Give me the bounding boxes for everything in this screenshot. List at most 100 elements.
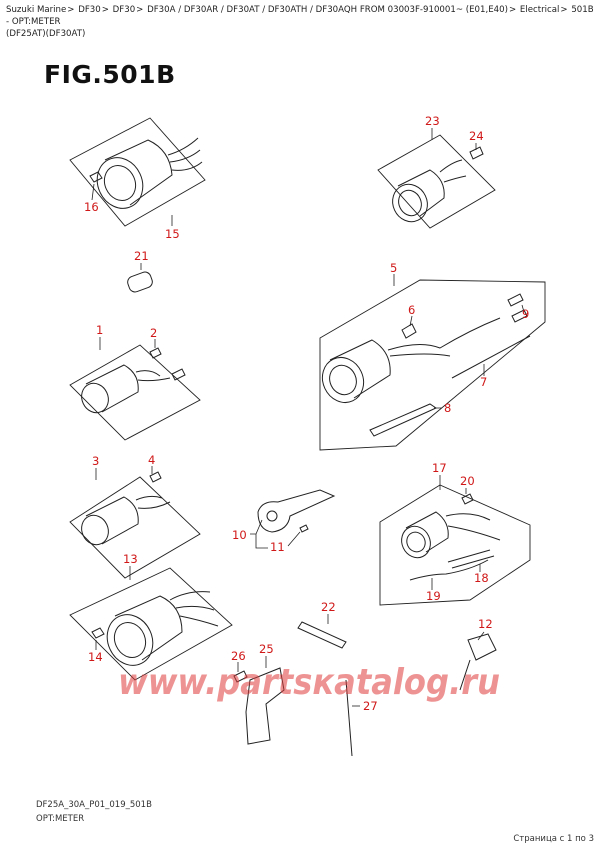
callout-15[interactable]: 15 — [165, 227, 180, 241]
gauge-15-body — [104, 139, 173, 206]
breadcrumb-separator: > — [136, 5, 144, 15]
gauge-3-wires — [135, 495, 171, 509]
callout-20[interactable]: 20 — [460, 474, 475, 488]
breadcrumb-separator: > — [508, 5, 517, 15]
bulb-16[interactable] — [89, 171, 103, 183]
gauge-5-wires — [387, 317, 501, 357]
gauge-5-face[interactable] — [315, 351, 371, 410]
panel-frame — [69, 476, 201, 579]
page-indicator: Страница с 1 по 3 — [513, 834, 594, 844]
callout-1[interactable]: 1 — [96, 323, 103, 337]
panel-frame — [319, 279, 546, 451]
bulb-14[interactable] — [91, 627, 105, 639]
callout-16[interactable]: 16 — [84, 200, 99, 214]
panel-gauge-5 — [315, 274, 546, 451]
bulb-4[interactable] — [149, 471, 162, 483]
panel-frame — [377, 134, 496, 229]
gauge-1-face[interactable] — [77, 379, 113, 417]
gauge-17-inner — [406, 531, 426, 553]
callout-22[interactable]: 22 — [321, 600, 336, 614]
callout-25[interactable]: 25 — [259, 642, 274, 656]
callout-6[interactable]: 6 — [408, 303, 415, 317]
gauge-3-body — [85, 496, 139, 545]
bulb-6[interactable] — [401, 323, 417, 339]
socket-2 — [171, 368, 186, 381]
breadcrumb-item-electrical[interactable]: Electrical — [519, 5, 560, 15]
figure-code: DF25A_30A_P01_019_501B — [36, 800, 152, 810]
gauge-23-face[interactable] — [387, 179, 434, 228]
callout-7[interactable]: 7 — [480, 375, 487, 389]
callout-27[interactable]: 27 — [363, 699, 378, 713]
grommet-21[interactable] — [126, 270, 154, 293]
harness-19[interactable] — [409, 559, 489, 581]
rod-7[interactable] — [451, 335, 531, 379]
breadcrumb-model-filter: (DF25AT)(DF30AT) — [6, 29, 86, 39]
callout-18[interactable]: 18 — [474, 571, 489, 585]
fuse-18[interactable] — [447, 549, 495, 569]
panel-gauge-17 — [379, 475, 531, 606]
breadcrumb-item-df30[interactable]: DF30 — [78, 5, 101, 15]
part-21-grommet[interactable] — [126, 263, 154, 294]
part-22-strap — [297, 614, 347, 649]
gauge-13-inner — [113, 621, 147, 659]
figure-title: FIG.501B — [44, 60, 176, 89]
breadcrumb-separator: > — [560, 5, 568, 15]
gauge-3-face[interactable] — [77, 511, 113, 549]
connector-9[interactable] — [507, 293, 528, 323]
gauge-17-face[interactable] — [397, 522, 436, 563]
gauge-1-wires — [135, 370, 171, 382]
bracket-10[interactable] — [257, 489, 336, 533]
watermark: www.partsкatalog.ru — [118, 662, 500, 703]
tie-27[interactable] — [345, 679, 353, 757]
gauge-13-face[interactable] — [99, 607, 161, 673]
leader-10 — [250, 519, 268, 549]
breadcrumb: Suzuki Marine> DF30> DF30> DF30A / DF30A… — [6, 4, 594, 40]
leader-12 — [477, 631, 485, 641]
callout-26[interactable]: 26 — [231, 649, 246, 663]
callout-5[interactable]: 5 — [390, 261, 397, 275]
callout-21[interactable]: 21 — [134, 249, 149, 263]
leader-11 — [287, 531, 301, 547]
gauge-5-body — [329, 339, 391, 399]
callout-24[interactable]: 24 — [469, 129, 484, 143]
breadcrumb-item-model-range[interactable]: DF30A / DF30AR / DF30AT / DF30ATH / DF30… — [147, 5, 508, 15]
figure-name: OPT:METER — [36, 814, 85, 824]
gauge-23-inner — [398, 189, 422, 217]
callout-19[interactable]: 19 — [426, 589, 441, 603]
panel-frame — [69, 567, 233, 681]
gauge-13-body — [114, 595, 183, 661]
callout-10[interactable]: 10 — [232, 528, 247, 542]
bulb-2[interactable] — [149, 347, 162, 359]
breadcrumb-item-suzuki-marine[interactable]: Suzuki Marine — [6, 5, 67, 15]
callout-9[interactable]: 9 — [522, 307, 529, 321]
callout-8[interactable]: 8 — [444, 401, 451, 415]
gauge-15-face[interactable] — [89, 150, 151, 216]
callout-14[interactable]: 14 — [88, 650, 103, 664]
bulb-24[interactable] — [469, 146, 484, 160]
leader-9 — [521, 304, 525, 313]
strap-8[interactable] — [369, 403, 438, 437]
panel-gauge-15 — [69, 117, 206, 227]
part-10-bracket — [250, 489, 336, 549]
callout-2[interactable]: 2 — [150, 326, 157, 340]
screw-11[interactable] — [299, 524, 309, 533]
callout-17[interactable]: 17 — [432, 461, 447, 475]
bolt-26[interactable] — [233, 670, 248, 683]
callout-13[interactable]: 13 — [123, 552, 138, 566]
panel-gauge-3 — [69, 466, 201, 579]
bracket-10-hole — [266, 510, 278, 522]
bracket-25[interactable] — [245, 667, 285, 745]
callout-23[interactable]: 23 — [425, 114, 440, 128]
callout-11[interactable]: 11 — [270, 540, 285, 554]
part-12-connector — [459, 631, 497, 691]
callout-12[interactable]: 12 — [478, 617, 493, 631]
breadcrumb-item-df30-model[interactable]: DF30 — [112, 5, 136, 15]
gauge-15-wires — [167, 137, 203, 171]
bulb-20[interactable] — [461, 493, 474, 505]
callout-3[interactable]: 3 — [92, 454, 99, 468]
strap-22[interactable] — [297, 621, 347, 649]
callout-4[interactable]: 4 — [148, 453, 155, 467]
breadcrumb-separator: > — [67, 5, 75, 15]
panel-gauge-1 — [69, 337, 201, 441]
